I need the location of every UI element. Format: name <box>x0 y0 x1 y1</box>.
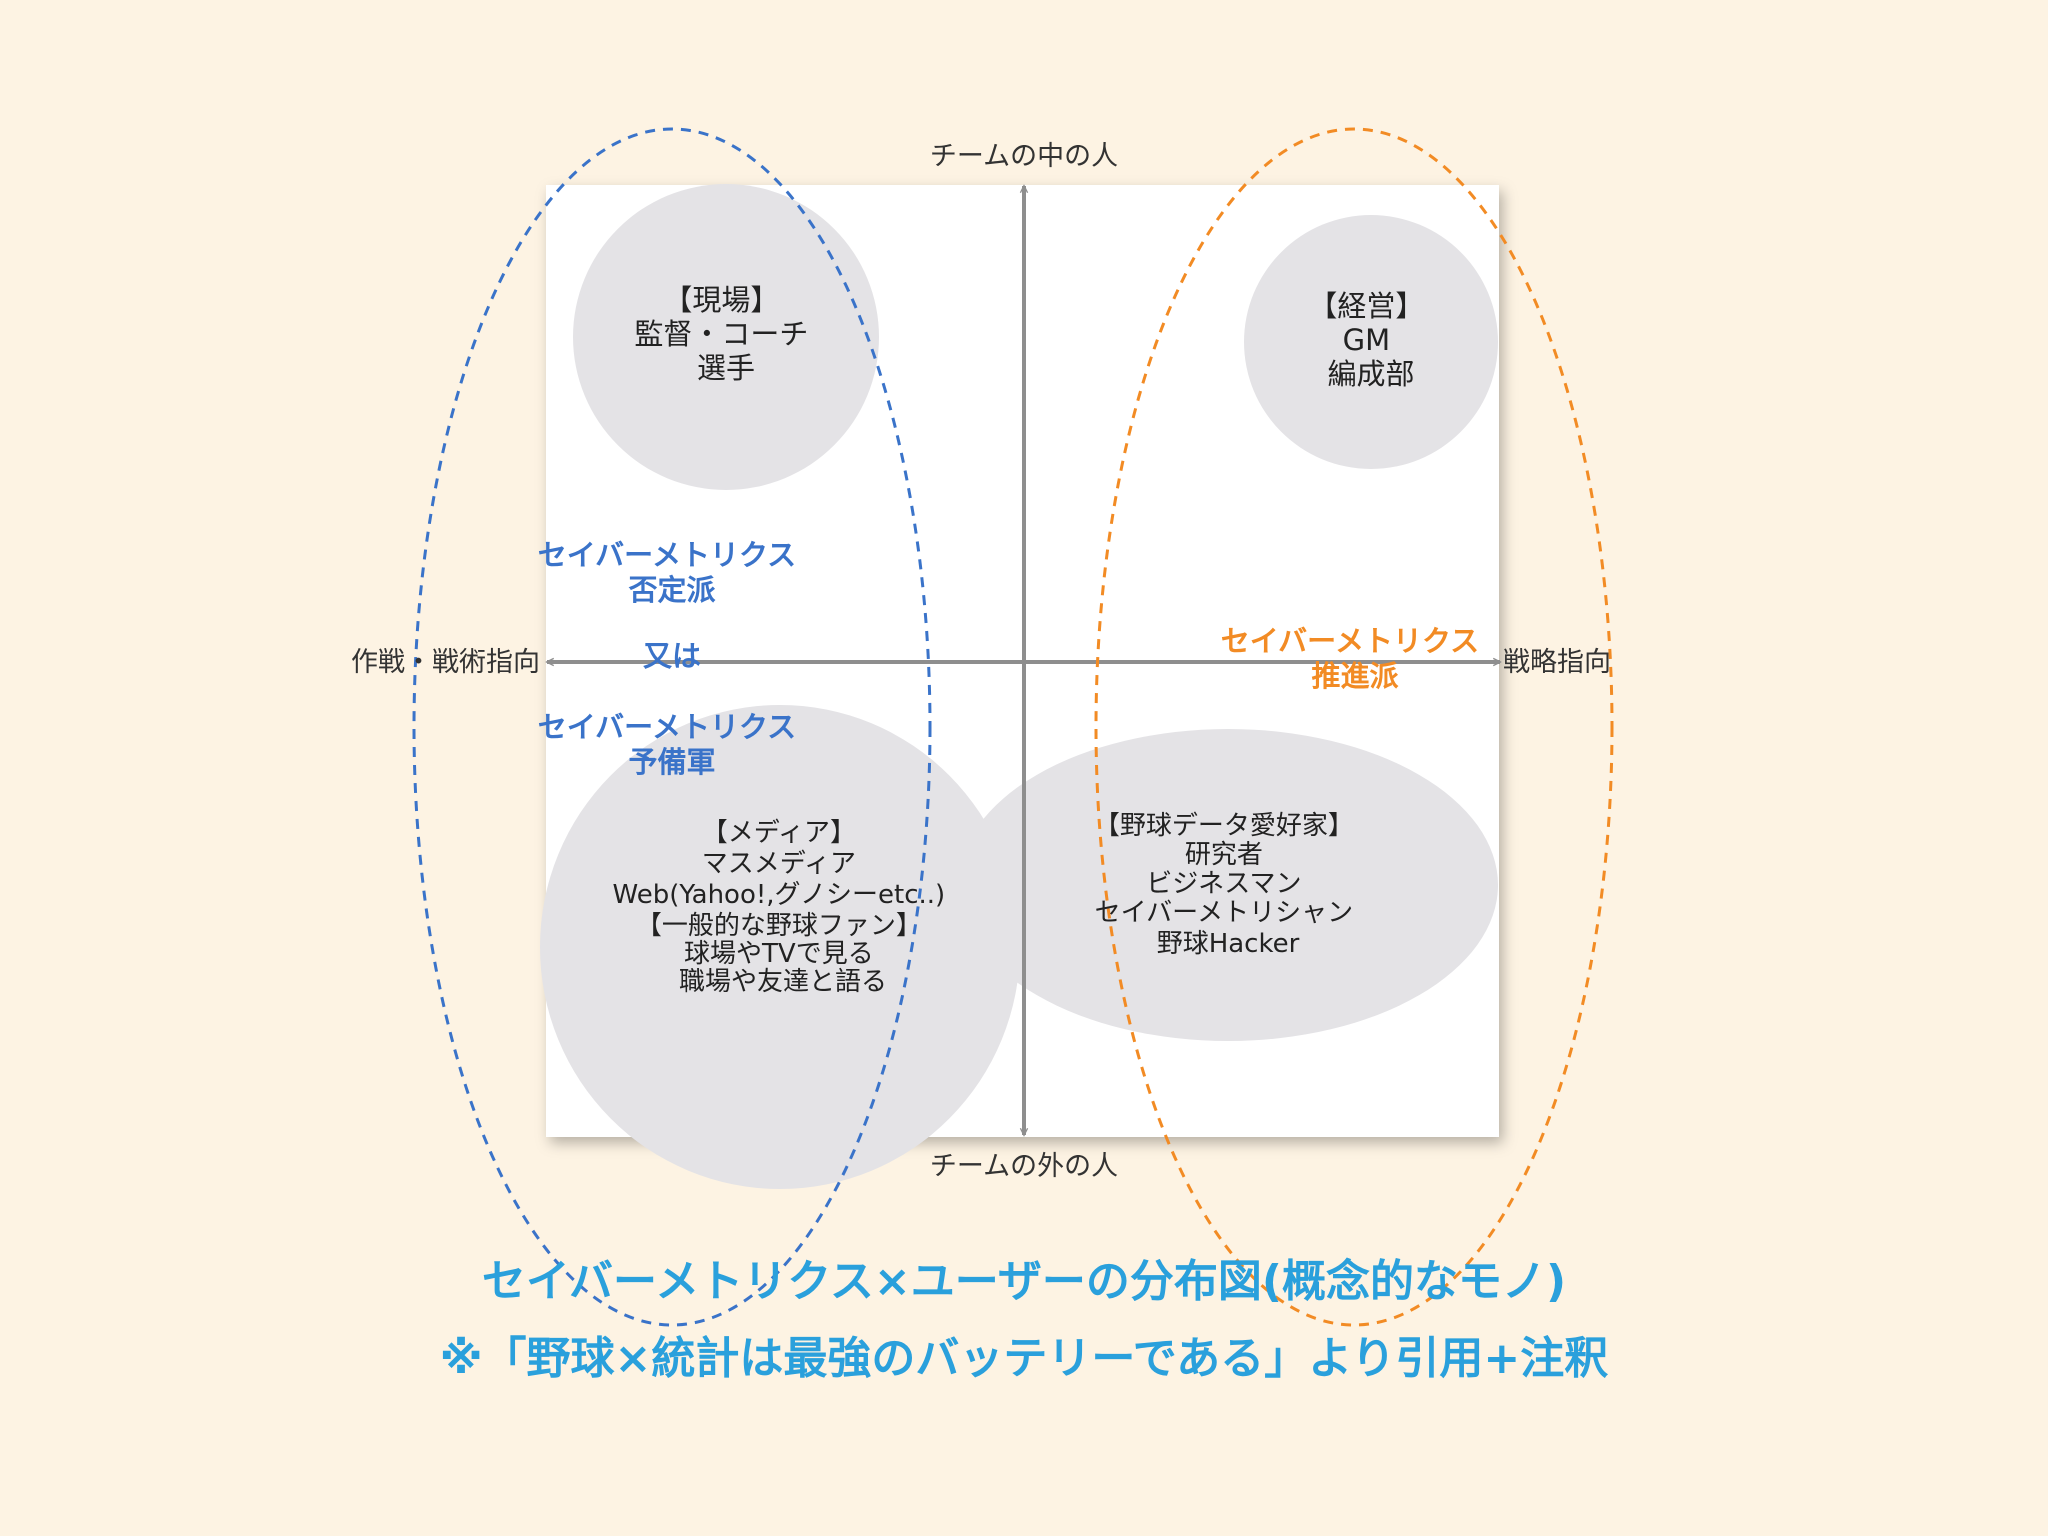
promoters-label: セイバーメトリクス 推進派 <box>1221 624 1490 693</box>
media-blob <box>540 705 1020 1189</box>
promoters-oval <box>1094 127 1614 1327</box>
management-blob <box>1244 215 1498 469</box>
axis-label-left: 作戦・戦術指向 <box>351 647 540 678</box>
field-label: 【現場】 監督・コーチ 選手 <box>634 283 817 385</box>
caption-source: ※「野球×統計は最強のバッテリーである」より引用+注釈 <box>439 1333 1609 1384</box>
axis-label-bottom: チームの外の人 <box>930 1151 1118 1182</box>
axis-label-top: チームの中の人 <box>930 141 1118 172</box>
axis-label-right: 戦略指向 <box>1503 647 1611 678</box>
field-blob <box>573 184 879 490</box>
opponents-label: セイバーメトリクス 否定派 <box>538 538 807 607</box>
opponents-oval <box>412 127 932 1327</box>
data-fans-blob <box>958 729 1498 1041</box>
or-label: 又は <box>643 639 701 673</box>
caption-title: セイバーメトリクス×ユーザーの分布図(概念的なモノ) <box>481 1256 1567 1307</box>
data-fans-label: 【野球データ愛好家】 研究者 ビジネスマン セイバーメトリシャン 野球Hacke… <box>1094 811 1362 959</box>
reserve-label: セイバーメトリクス 予備軍 <box>538 710 807 779</box>
media-label: 【メディア】 マスメディア Web(Yahoo!,グノシーetc..) 【一般的… <box>613 818 954 997</box>
management-label: 【経営】 GM 編成部 <box>1308 289 1433 391</box>
